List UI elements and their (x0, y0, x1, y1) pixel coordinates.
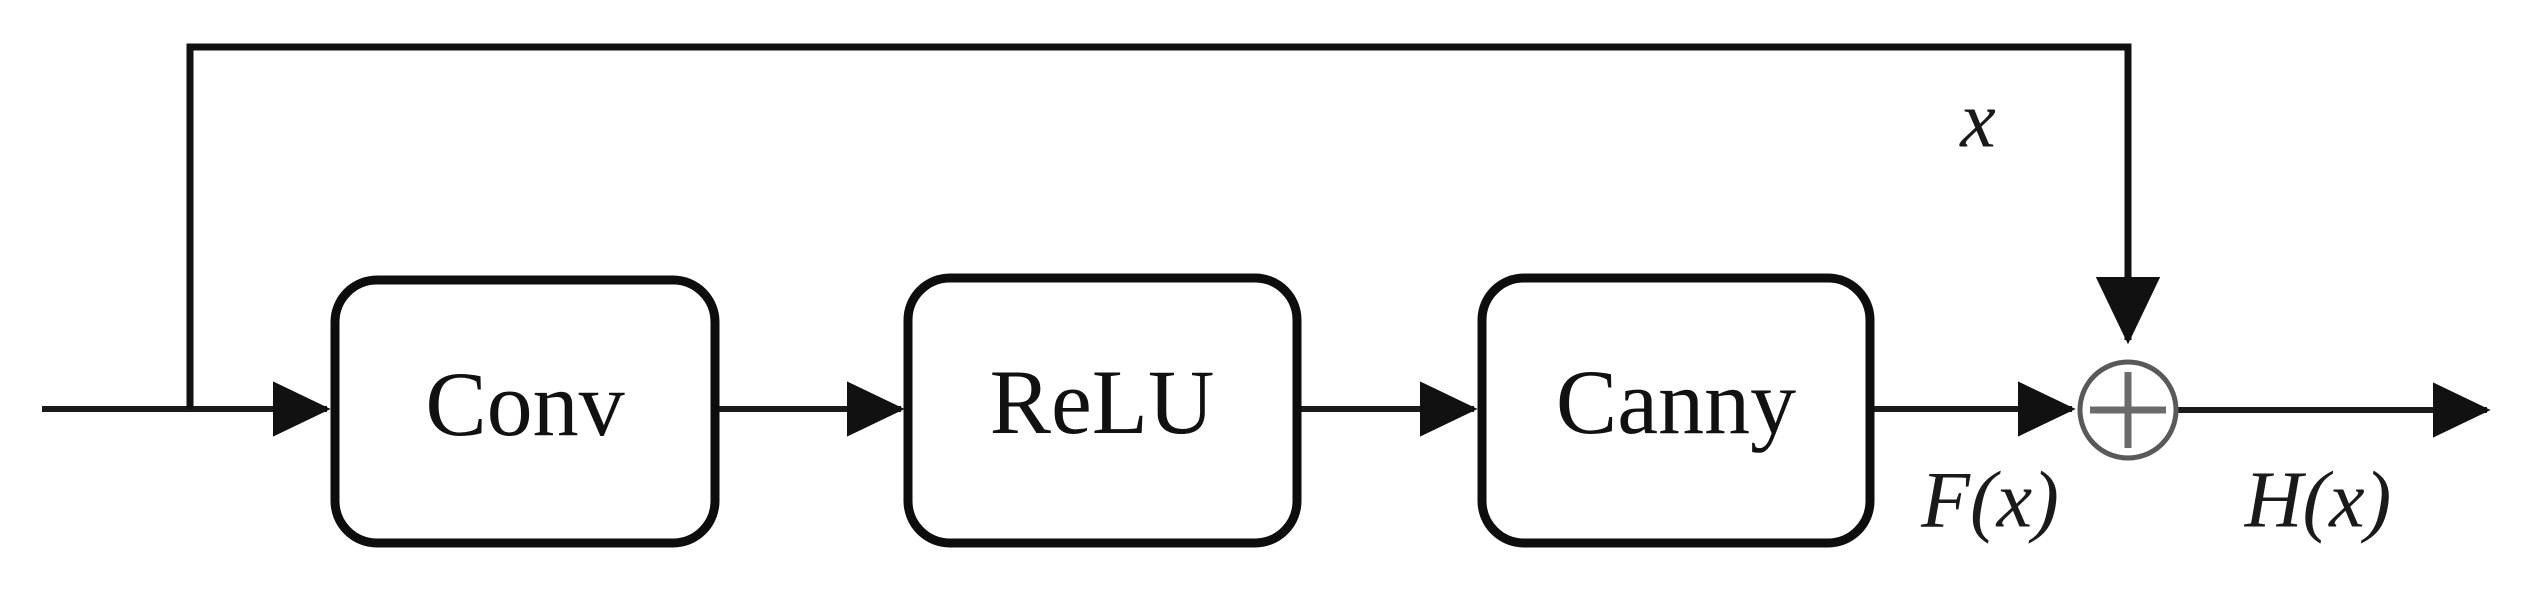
block-canny-shape (1477, 273, 1875, 548)
block-relu[interactable]: ReLU (903, 273, 1302, 548)
output-label-hx: H(x) (2244, 456, 2392, 544)
block-canny[interactable]: Canny (1477, 273, 1875, 548)
block-relu-label: ReLU (990, 351, 1215, 453)
block-relu-shape (903, 273, 1302, 548)
block-conv-label: Conv (425, 353, 624, 455)
block-conv-shape (330, 275, 720, 548)
block-canny-label: Canny (1556, 351, 1796, 453)
residual-label-fx: F(x) (1920, 456, 2059, 544)
skip-label-x: x (1959, 76, 1996, 164)
sum-node[interactable] (2077, 359, 2179, 461)
block-conv[interactable]: Conv (330, 275, 720, 548)
skip-connection-wire (186, 43, 2161, 409)
